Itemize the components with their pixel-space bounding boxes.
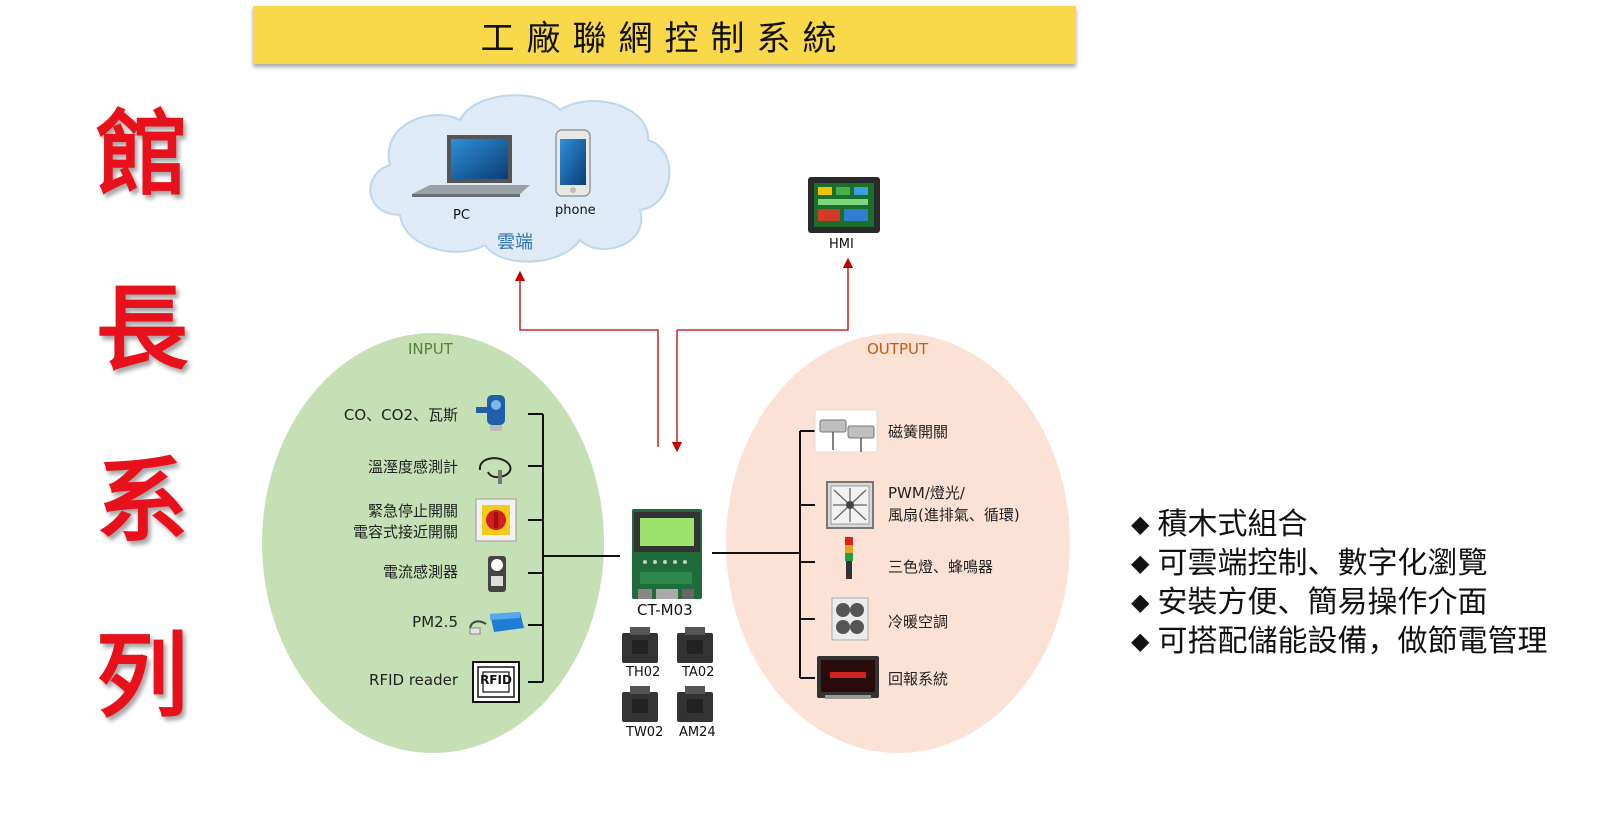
output-item-report-system: 回報系統 (888, 670, 949, 688)
input-heading: INPUT (408, 340, 453, 358)
title-banner: 工廠聯網控制系統 (253, 6, 1076, 64)
input-item-emergency-stop: 緊急停止開關 (367, 502, 458, 520)
side-title-char-2: 長 (95, 275, 188, 383)
hmi-icon (808, 177, 880, 233)
side-title-char-1: 館 (95, 100, 188, 208)
pm25-sensor-icon (469, 612, 524, 635)
input-bracket (528, 413, 620, 683)
rfid-badge: RFID (480, 673, 512, 687)
feature-item: ◆積木式組合 (1131, 505, 1547, 544)
module-ta02-label: TA02 (682, 665, 715, 680)
temperature-probe-icon (478, 457, 512, 484)
output-heading: OUTPUT (867, 340, 929, 358)
phone-icon (555, 129, 591, 197)
diamond-bullet-icon: ◆ (1131, 510, 1150, 538)
side-title-char-3: 系 (95, 447, 188, 555)
input-item-gas: CO、CO2、瓦斯 (343, 406, 458, 424)
fan-icon (826, 481, 874, 529)
module-th02-icon (622, 627, 658, 663)
output-item-fan: 風扇(進排氣、循環) (888, 506, 1020, 524)
feature-item: ◆可搭配儲能設備，做節電管理 (1131, 622, 1547, 661)
ct-m03-board-icon (632, 509, 702, 599)
rfid-icon (472, 661, 520, 703)
emergency-stop-icon (475, 498, 517, 542)
feature-text: 可雲端控制、數字化瀏覽 (1157, 546, 1488, 581)
feature-text: 可搭配儲能設備，做節電管理 (1157, 624, 1548, 659)
hmi-label: HMI (829, 237, 854, 252)
module-am24-icon (677, 686, 713, 722)
current-clamp-icon (488, 556, 506, 592)
diamond-bullet-icon: ◆ (1131, 588, 1150, 616)
tower-light-icon (845, 537, 853, 579)
module-th02-label: TH02 (626, 665, 661, 680)
input-item-current-sensor: 電流感測器 (382, 563, 458, 581)
input-item-temp-humidity: 溫溼度感測計 (367, 458, 458, 476)
report-monitor-icon (817, 656, 879, 699)
input-item-rfid: RFID reader (369, 671, 458, 689)
module-tw02-icon (622, 686, 658, 722)
diamond-bullet-icon: ◆ (1131, 627, 1150, 655)
output-item-pwm-light: PWM/燈光/ (888, 484, 965, 502)
module-tw02-label: TW02 (626, 725, 664, 740)
cloud-shape (369, 94, 671, 263)
output-item-tower-light: 三色燈、蜂鳴器 (888, 558, 994, 576)
input-item-pm25: PM2.5 (412, 613, 458, 631)
controller-label: CT-M03 (637, 601, 693, 619)
feature-list: ◆積木式組合 ◆可雲端控制、數字化瀏覽 ◆安裝方便、簡易操作介面 ◆可搭配儲能設… (1131, 505, 1547, 661)
connection-arrows (514, 257, 854, 453)
side-title-char-4: 列 (95, 622, 188, 730)
feature-text: 積木式組合 (1157, 507, 1308, 542)
output-item-reed-switch: 磁簧開關 (888, 423, 949, 441)
gas-sensor-icon (476, 395, 505, 431)
output-ellipse (726, 333, 1070, 753)
reed-switch-icon (814, 409, 878, 453)
module-am24-label: AM24 (679, 725, 716, 740)
laptop-icon (412, 135, 530, 197)
diamond-bullet-icon: ◆ (1131, 549, 1150, 577)
air-conditioner-icon (831, 597, 869, 641)
feature-item: ◆可雲端控制、數字化瀏覽 (1131, 544, 1547, 583)
output-bracket (712, 430, 815, 679)
feature-text: 安裝方便、簡易操作介面 (1157, 585, 1488, 620)
feature-item: ◆安裝方便、簡易操作介面 (1131, 583, 1547, 622)
cloud-label: 雲端 (497, 232, 533, 253)
phone-label: phone (555, 203, 596, 218)
input-item-proximity-switch: 電容式接近開關 (352, 523, 458, 541)
page-title: 工廠聯網控制系統 (480, 18, 849, 59)
pc-label: PC (453, 208, 470, 223)
input-ellipse (262, 333, 604, 753)
output-item-air-conditioner: 冷暖空調 (888, 613, 949, 631)
module-ta02-icon (677, 627, 713, 663)
